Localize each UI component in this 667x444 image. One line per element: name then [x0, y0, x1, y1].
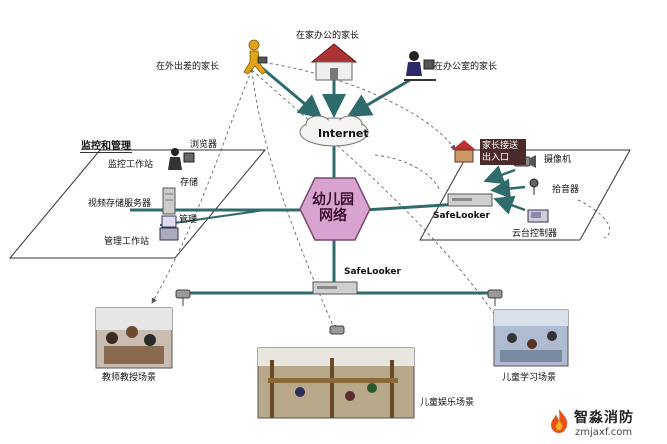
safelooker-device-bottom: [312, 281, 358, 295]
microphone-icon: [529, 178, 539, 195]
entertainment-scene-photo: [257, 347, 415, 419]
camera-icon: [175, 289, 191, 306]
browser-label: 浏览器: [190, 140, 218, 150]
camera-icon: [329, 325, 345, 335]
entrance-panel: [419, 149, 631, 241]
entrance-device-links: [483, 165, 526, 215]
kindergarten-network-label-line2: 网络: [319, 208, 347, 224]
travelling-parent-icon: [243, 39, 268, 75]
home-office-house-icon: [310, 43, 358, 81]
ptz-controller-icon: [527, 209, 549, 223]
learning-scene-label: 儿童学习场景: [502, 373, 557, 383]
learning-scene-photo: [493, 309, 569, 367]
ptz-controller-label: 云台控制器: [512, 229, 558, 239]
teacher-scene-photo: [95, 307, 173, 369]
travelling-parent-label: 在外出差的家长: [156, 62, 220, 72]
camera-icon: [487, 289, 503, 306]
office-parent-icon: [404, 51, 436, 81]
monitoring-panel: [8, 149, 267, 259]
internet-label: Internet: [318, 127, 369, 140]
watermark-name: 智淼消防: [574, 410, 634, 426]
kindergarten-network-label: 幼儿园 网络: [302, 192, 364, 224]
management-workstation-icon: [159, 215, 179, 241]
entrance-label: 家长接送 出入口: [480, 139, 526, 165]
entertainment-scene-label: 儿童娱乐场景: [420, 398, 475, 408]
safelooker-right-label: SafeLooker: [433, 211, 490, 221]
remote-view-dashed-links: [151, 61, 611, 331]
microphone-label: 拾音器: [552, 185, 580, 195]
kindergarten-network-label-line1: 幼儿园: [312, 192, 354, 208]
management-station-label: 管理工作站: [104, 237, 150, 247]
home-office-parent-label: 在家办公的家长: [296, 31, 360, 41]
camera-label: 摄像机: [544, 155, 572, 165]
office-parent-label: 在办公室的家长: [434, 62, 498, 72]
storage-server-label: 视频存储服务器: [88, 199, 152, 209]
entrance-label-line1: 家长接送: [482, 141, 519, 151]
safelooker-bottom-label: SafeLooker: [344, 267, 401, 277]
monitoring-workstation-label: 监控工作站: [108, 160, 154, 170]
safelooker-device-right: [447, 193, 493, 207]
monitoring-title: 监控和管理: [80, 137, 132, 153]
storage-short-label: 存储: [180, 178, 199, 188]
watermark-url: zmjaxf.com: [575, 427, 633, 438]
school-gate-icon: [452, 140, 476, 163]
entrance-label-line2: 出入口: [482, 153, 510, 163]
kindergarten-network-hexagon: [299, 177, 371, 241]
flame-logo-icon: [551, 409, 568, 433]
monitoring-workstation-icon: [168, 148, 195, 170]
teacher-scene-label: 教师教授场景: [102, 373, 157, 383]
manage-short-label: 管理: [179, 215, 198, 225]
internet-cloud: [299, 115, 369, 147]
watermark: 智淼消防 zmjaxf.com: [548, 405, 663, 441]
storage-server-icon: [162, 187, 176, 215]
